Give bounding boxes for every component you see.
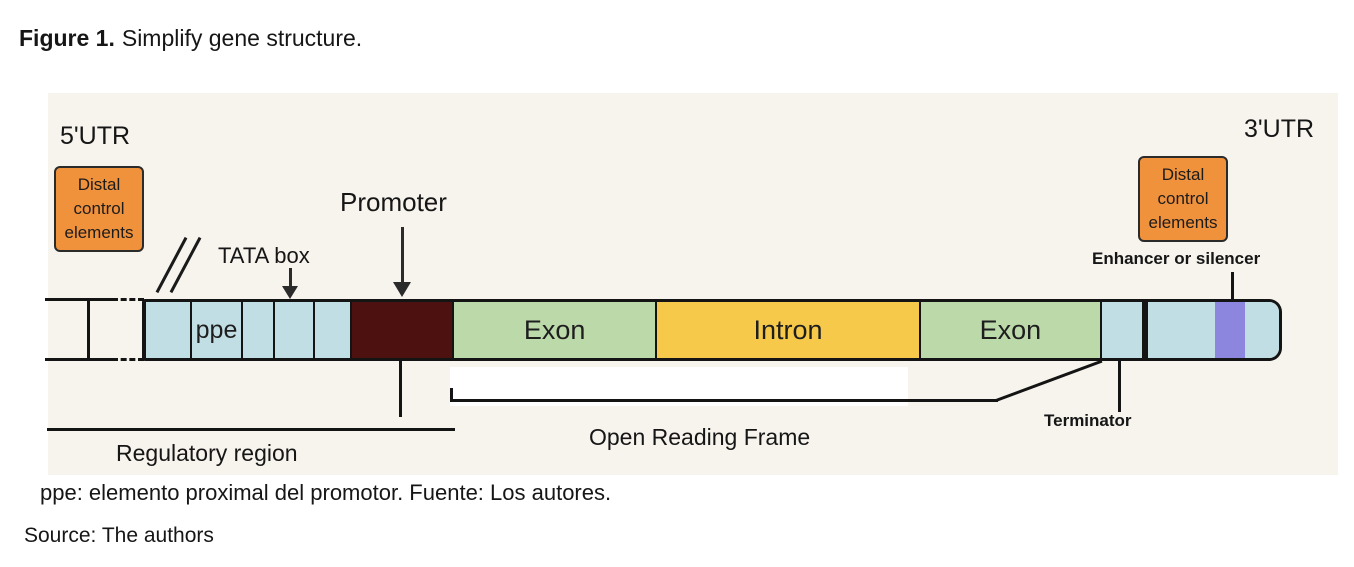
intron-segment: Intron bbox=[655, 302, 919, 358]
bar-break-dash-top bbox=[112, 298, 144, 301]
bar-left-stub-bottom bbox=[45, 358, 115, 361]
regulatory-region-label: Regulatory region bbox=[116, 440, 298, 466]
promoter-label: Promoter bbox=[340, 187, 447, 217]
figure-title: Figure 1.Simplify gene structure. bbox=[19, 25, 362, 52]
distal-control-left-label: Distal control elements bbox=[64, 175, 134, 242]
promoter-arrow bbox=[401, 227, 404, 284]
utr3-label: 3'UTR bbox=[1244, 115, 1315, 143]
ppe-segment-label: ppe bbox=[195, 315, 238, 344]
tata-box-segment bbox=[273, 302, 313, 358]
bar-left-stub-divider bbox=[87, 299, 90, 360]
orf-bracket-line bbox=[450, 399, 998, 402]
gene-bar: ppe Exon Intron Exon bbox=[142, 299, 1282, 361]
distal-control-box-left: Distal control elements bbox=[54, 166, 144, 252]
downstream-segment-3 bbox=[1245, 302, 1279, 358]
ppe-segment: ppe bbox=[189, 302, 242, 358]
utr5-label: 5'UTR bbox=[60, 122, 131, 150]
enhancer-segment bbox=[1215, 302, 1246, 358]
exon-2-segment-label: Exon bbox=[979, 314, 1042, 345]
tata-arrow-head-icon bbox=[282, 286, 298, 299]
downstream-segment-1 bbox=[1100, 302, 1142, 358]
upstream-segment-2 bbox=[241, 302, 274, 358]
distal-control-right-label: Distal control elements bbox=[1148, 165, 1218, 232]
figure-caption: Simplify gene structure. bbox=[121, 25, 363, 51]
figure-source: Source: The authors bbox=[24, 524, 214, 547]
downstream-segment-2 bbox=[1147, 302, 1216, 358]
orf-label: Open Reading Frame bbox=[589, 424, 811, 450]
exon-1-segment-label: Exon bbox=[523, 314, 586, 345]
regulatory-region-line bbox=[47, 428, 455, 431]
figure-note: ppe: elemento proximal del promotor. Fue… bbox=[40, 480, 612, 505]
diagram-panel bbox=[48, 93, 1338, 475]
terminator-pointer-line bbox=[1118, 361, 1121, 412]
upstream-segment-3 bbox=[312, 302, 350, 358]
tata-arrow bbox=[289, 268, 292, 288]
figure-number: Figure 1. bbox=[19, 25, 115, 51]
bar-left-stub-top bbox=[45, 298, 115, 301]
terminator-label: Terminator bbox=[1044, 411, 1132, 430]
upstream-segment-1 bbox=[146, 302, 190, 358]
exon-2-segment: Exon bbox=[918, 302, 1101, 358]
enhancer-silencer-label: Enhancer or silencer bbox=[1092, 249, 1261, 268]
tata-box-label: TATA box bbox=[218, 243, 310, 268]
promoter-arrow-head-icon bbox=[393, 282, 411, 297]
terminator-divider bbox=[1141, 302, 1148, 358]
promoter-segment bbox=[349, 302, 452, 358]
bar-break-dash-bottom bbox=[112, 358, 144, 361]
enhancer-pointer-line bbox=[1231, 272, 1234, 301]
exon-1-segment: Exon bbox=[451, 302, 656, 358]
promoter-region-pointer-line bbox=[399, 361, 402, 417]
distal-control-box-right: Distal control elements bbox=[1138, 156, 1228, 242]
intron-segment-label: Intron bbox=[753, 314, 823, 345]
orf-bracket-left-tick bbox=[450, 388, 453, 402]
